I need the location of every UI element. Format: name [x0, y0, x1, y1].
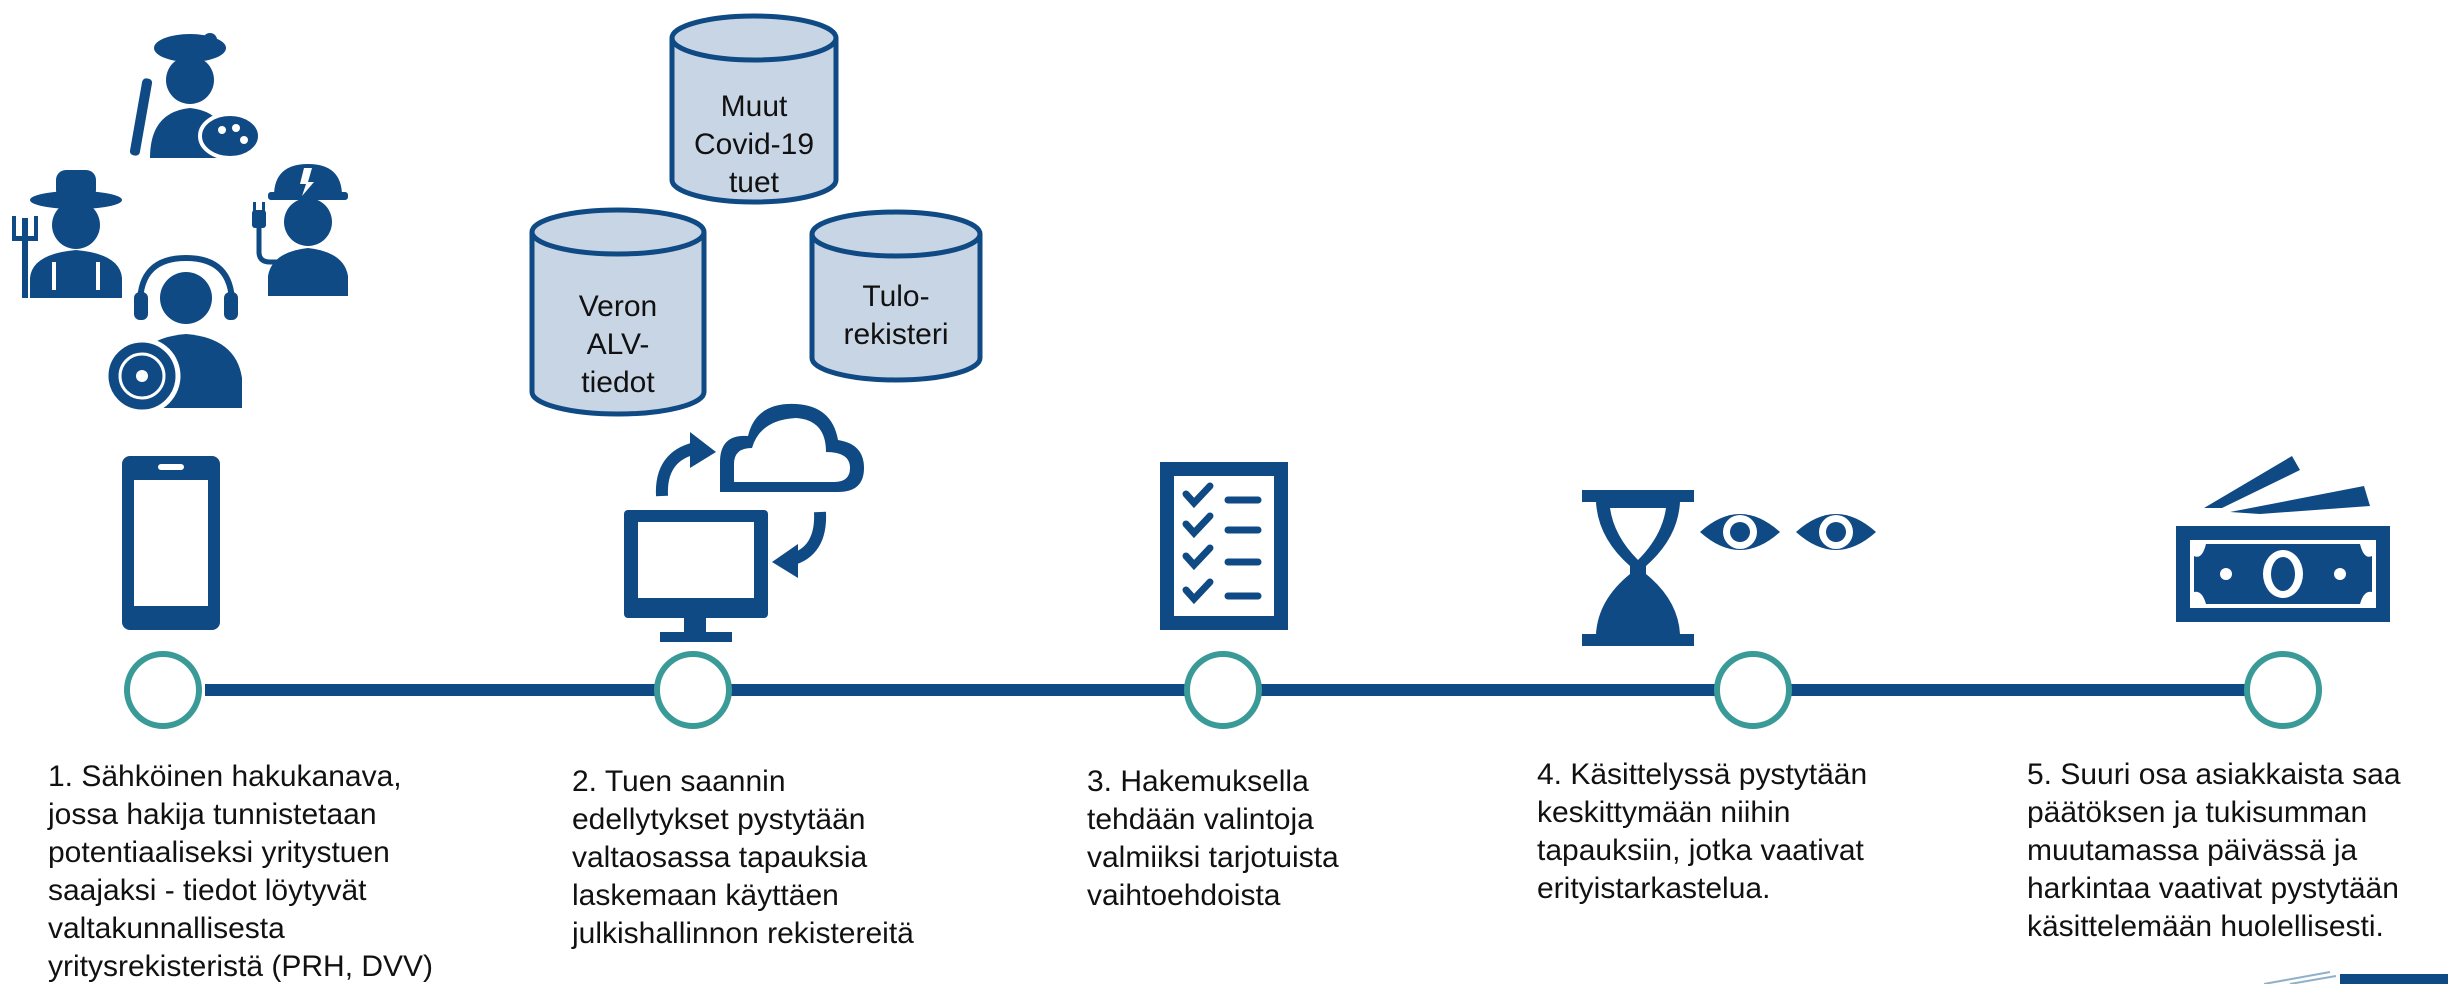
- eye-icon: [1796, 514, 1876, 550]
- step-line: laskemaan käyttäen: [572, 879, 839, 912]
- timeline-node-2: [654, 651, 732, 729]
- step-line: tapauksiin, jotka vaativat: [1537, 834, 1864, 867]
- db-label-line: rekisteri: [843, 318, 949, 351]
- db-label-line: tiedot: [581, 366, 655, 399]
- farmer-icon: [12, 170, 122, 298]
- database-tulo: [809, 209, 983, 383]
- step-line: jossa hakija tunnistetaan: [48, 798, 377, 831]
- step-2-description: 2. Tuen saannin edellytykset pystytään v…: [572, 763, 914, 953]
- musician-icon: [103, 254, 242, 415]
- smartphone-icon: [122, 456, 220, 630]
- painter-icon: [129, 33, 262, 160]
- step-line: julkishallinnon rekistereitä: [572, 917, 914, 950]
- electrician-icon: [252, 164, 348, 296]
- step-5-description: 5. Suuri osa asiakkaista saa päätöksen j…: [2027, 756, 2401, 946]
- step-line: vaihtoehdoista: [1087, 879, 1281, 912]
- checklist-icon: [1160, 462, 1288, 630]
- database-covid: [669, 13, 839, 205]
- db-label-line: tuet: [728, 166, 780, 199]
- database-veron: [529, 207, 707, 417]
- step-line: valtakunnallisesta: [48, 912, 285, 945]
- computer-cloud-sync-icon: [624, 403, 864, 642]
- step-line: harkintaa vaativat pystytään: [2027, 872, 2399, 905]
- eye-icon: [1700, 514, 1780, 550]
- step-line: valtaosassa tapauksia: [572, 841, 868, 874]
- db-label-line: Muut: [720, 90, 788, 123]
- step-line: yritysrekisteristä (PRH, DVV): [48, 950, 434, 983]
- step-line: käsittelemään huolellisesti.: [2027, 910, 2384, 943]
- db-label-line: Veron: [578, 290, 658, 323]
- hourglass-eyes-icon: [1582, 490, 1876, 646]
- step-line: keskittymään niihin: [1537, 796, 1791, 829]
- timeline-node-5: [2244, 651, 2322, 729]
- timeline-node-3: [1184, 651, 1262, 729]
- database-label-tulo: Tulo- rekisteri: [814, 278, 978, 354]
- people-group-icon: [12, 33, 348, 415]
- step-line: potentiaaliseksi yritystuen: [48, 836, 390, 869]
- step-line: päätöksen ja tukisumman: [2027, 796, 2368, 829]
- step-line: saajaksi - tiedot löytyvät: [48, 874, 367, 907]
- db-label-line: Covid-19: [693, 128, 815, 161]
- step-line: 2. Tuen saannin: [572, 765, 786, 798]
- timeline-node-1: [124, 651, 202, 729]
- corner-decoration: [2263, 971, 2448, 984]
- step-line: 5. Suuri osa asiakkaista saa: [2027, 758, 2401, 791]
- step-line: 1. Sähköinen hakukanava,: [48, 760, 402, 793]
- step-3-description: 3. Hakemuksella tehdään valintoja valmii…: [1087, 763, 1339, 915]
- step-line: tehdään valintoja: [1087, 803, 1314, 836]
- banknotes-icon: [2176, 456, 2390, 622]
- step-1-description: 1. Sähköinen hakukanava, jossa hakija tu…: [48, 758, 433, 986]
- step-line: 4. Käsittelyssä pystytään: [1537, 758, 1868, 791]
- step-4-description: 4. Käsittelyssä pystytään keskittymään n…: [1537, 756, 1867, 908]
- timeline-nodes: [124, 651, 2322, 729]
- db-label-line: Tulo-: [862, 280, 930, 313]
- step-line: erityistarkastelua.: [1537, 872, 1771, 905]
- timeline-node-4: [1714, 651, 1792, 729]
- step-line: muutamassa päivässä ja: [2027, 834, 2358, 867]
- step-line: edellytykset pystytään: [572, 803, 866, 836]
- step-line: valmiiksi tarjotuista: [1087, 841, 1339, 874]
- step-line: 3. Hakemuksella: [1087, 765, 1309, 798]
- database-label-veron: Veron ALV- tiedot: [534, 288, 702, 402]
- database-label-covid: Muut Covid-19 tuet: [674, 88, 834, 202]
- db-label-line: ALV-: [586, 328, 650, 361]
